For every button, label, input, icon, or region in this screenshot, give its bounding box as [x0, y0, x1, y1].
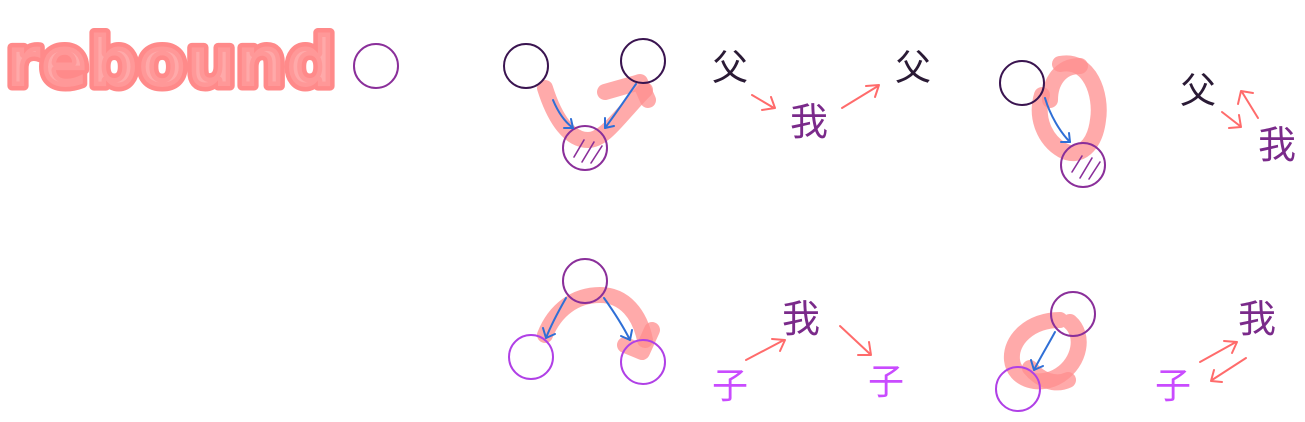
- highlight-arrowhead: [617, 322, 660, 360]
- glyph-parent: 父: [712, 48, 748, 89]
- me-node-hatch: [573, 139, 603, 164]
- child-node: [508, 334, 554, 380]
- panel-bottom-right: [995, 291, 1096, 412]
- highlight-loop-top: [1042, 58, 1088, 108]
- sequence-top-left: 父 我 父: [712, 48, 931, 144]
- blue-arrow: [1033, 331, 1056, 371]
- highlight-stroke: [537, 80, 653, 148]
- red-arrowhead: [857, 341, 872, 356]
- me-node: [1050, 291, 1096, 337]
- red-arrowhead: [1223, 340, 1238, 354]
- panel-bottom-left: [508, 258, 666, 385]
- blue-arrow: [604, 83, 637, 129]
- sequence-bottom-left: 子 我 子: [712, 297, 904, 407]
- red-arrow: [1221, 111, 1241, 127]
- glyph-parent: 父: [895, 48, 931, 89]
- panel-top-right: [999, 55, 1107, 188]
- blue-arrowhead: [1030, 359, 1044, 371]
- glyph-child: 子: [868, 362, 904, 403]
- glyph-me: 我: [1258, 123, 1296, 167]
- child-node: [995, 366, 1041, 412]
- me-node: [1060, 142, 1106, 188]
- red-arrowhead: [1210, 369, 1223, 383]
- sequence-bottom-right: 我 子: [1155, 297, 1276, 407]
- title-node: [353, 43, 399, 89]
- blue-arrow: [603, 297, 631, 341]
- red-arrow: [841, 85, 879, 109]
- diagram-title: rebound: [6, 21, 336, 103]
- red-arrow: [1199, 341, 1237, 363]
- blue-arrow: [552, 99, 574, 129]
- red-arrowhead: [761, 96, 776, 111]
- blue-arrowhead: [542, 327, 556, 339]
- red-arrow: [1241, 91, 1259, 119]
- red-arrow: [1211, 357, 1247, 381]
- blue-arrowhead: [620, 329, 633, 341]
- red-arrowhead: [865, 84, 880, 98]
- red-arrowhead: [771, 338, 786, 352]
- blue-arrowhead: [563, 118, 574, 129]
- glyph-child: 子: [712, 366, 748, 407]
- blue-arrowhead: [604, 117, 615, 129]
- blue-arrowhead: [1060, 132, 1071, 143]
- blue-arrow: [545, 297, 567, 339]
- red-arrow: [745, 339, 785, 361]
- highlight-loop: [1003, 312, 1087, 390]
- me-node: [562, 125, 608, 171]
- glyph-me: 我: [782, 297, 820, 341]
- highlight-loop-tail: [1022, 360, 1076, 391]
- red-arrow: [751, 94, 775, 109]
- red-arrowhead: [1228, 114, 1242, 129]
- glyph-me: 我: [790, 100, 828, 144]
- blue-arrow: [1044, 97, 1071, 143]
- red-arrow: [839, 325, 871, 355]
- glyph-me: 我: [1238, 297, 1276, 341]
- sequence-top-right: 父 我: [1180, 71, 1296, 167]
- glyph-child: 子: [1155, 366, 1191, 407]
- parent-node: [999, 60, 1045, 106]
- parent-node: [503, 43, 549, 89]
- child-node: [620, 339, 666, 385]
- panel-top-left: [503, 38, 666, 171]
- glyph-parent: 父: [1180, 71, 1216, 112]
- me-node: [562, 258, 608, 304]
- red-arrowhead: [1237, 90, 1254, 105]
- highlight-arch: [537, 287, 653, 348]
- highlight-loop: [1031, 55, 1107, 162]
- parent-node: [620, 38, 666, 84]
- me-node-hatch: [1071, 155, 1101, 180]
